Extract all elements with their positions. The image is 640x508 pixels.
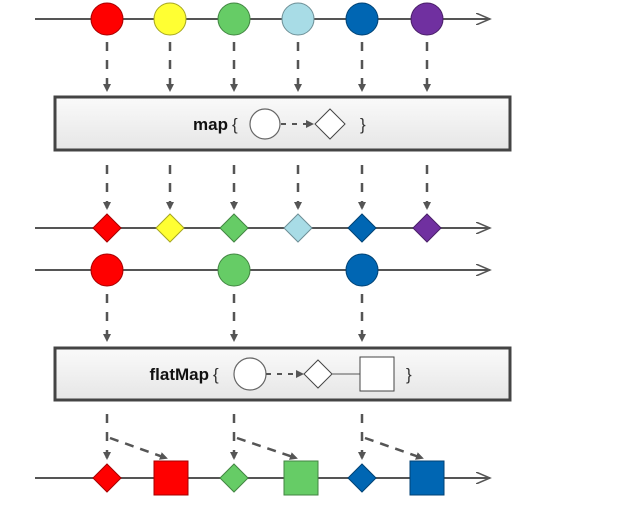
map-output-diamond-red bbox=[92, 213, 122, 243]
flatmap-close-brace: } bbox=[406, 365, 412, 384]
map-input-marble-blue bbox=[345, 2, 379, 36]
flatmap-output-diamond-blue bbox=[347, 463, 377, 493]
flatmap-output-diamond-green bbox=[219, 463, 249, 493]
map-operator-label: map bbox=[193, 115, 228, 134]
map-output-diamond-lightblue bbox=[283, 213, 313, 243]
flatmap-branch-arrow bbox=[364, 436, 424, 460]
flatmap-input-marble-blue bbox=[345, 253, 379, 287]
flatmap-open-brace: { bbox=[213, 365, 219, 384]
map-input-marble-lightblue bbox=[281, 2, 315, 36]
map-output-diamond-green bbox=[219, 213, 249, 243]
map-input-marble-yellow bbox=[153, 2, 187, 36]
map-input-marble-purple bbox=[410, 2, 444, 36]
map-input-circle-icon bbox=[249, 108, 281, 140]
map-output-diamond-blue bbox=[347, 213, 377, 243]
map-open-brace: { bbox=[232, 115, 238, 134]
flatmap-branch-arrow bbox=[236, 436, 298, 460]
map-input-marble-red bbox=[90, 2, 124, 36]
map-output-diamond-yellow bbox=[155, 213, 185, 243]
flatmap-output-square-green bbox=[283, 460, 319, 496]
map-operator-box: map { } bbox=[53, 95, 512, 152]
map-close-brace: } bbox=[360, 115, 366, 134]
map-output-diamond-purple bbox=[412, 213, 442, 243]
flatmap-input-circle-icon bbox=[233, 357, 267, 391]
flatmap-output-square-icon bbox=[359, 356, 395, 392]
flatmap-output-square-blue bbox=[409, 460, 445, 496]
flatmap-output-square-red bbox=[153, 460, 189, 496]
flatmap-input-marble-green bbox=[217, 253, 251, 287]
map-output-diamond-icon bbox=[314, 108, 346, 140]
map-input-marble-green bbox=[217, 2, 251, 36]
flatmap-operator-label: flatMap bbox=[150, 365, 210, 384]
flatmap-branch-arrow bbox=[109, 436, 168, 460]
flatmap-output-diamond-icon bbox=[303, 359, 333, 389]
flatmap-input-marble-red bbox=[90, 253, 124, 287]
flatmap-output-diamond-red bbox=[92, 463, 122, 493]
flatmap-operator-box: flatMap { } bbox=[53, 346, 512, 402]
